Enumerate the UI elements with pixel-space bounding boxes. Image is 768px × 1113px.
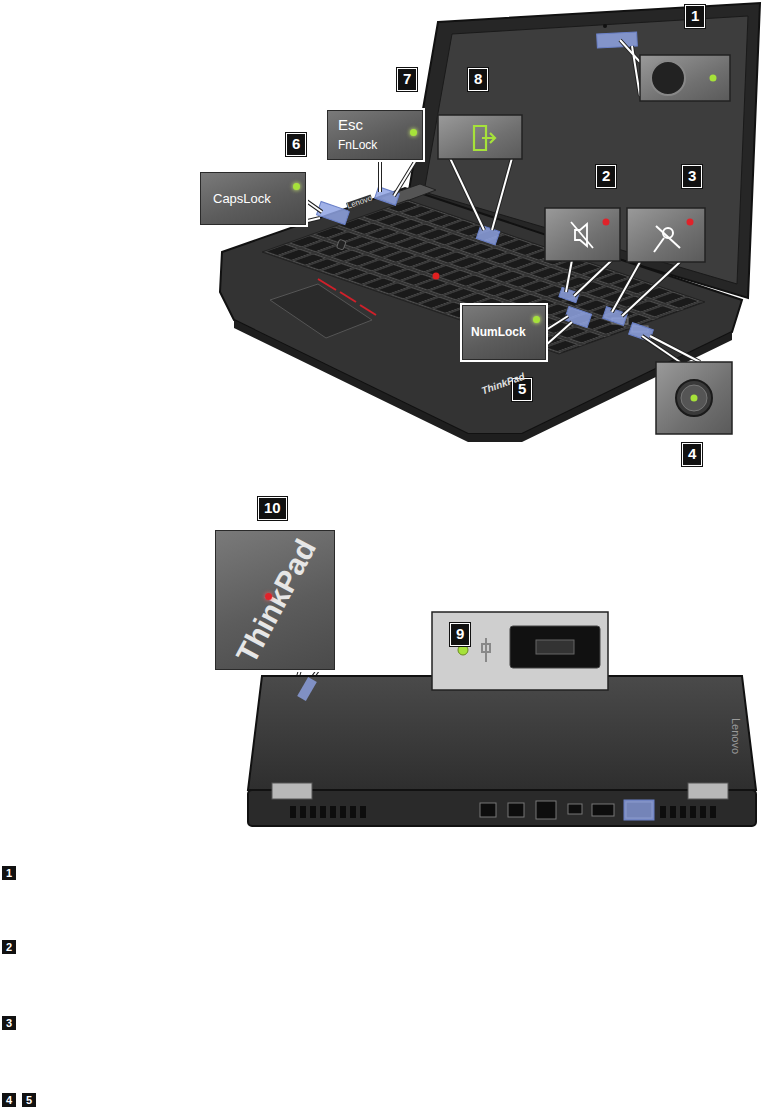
key-label: CapsLock [213,192,271,206]
callout-number: 6 [286,133,306,156]
callout-number: 3 [682,165,702,188]
key-inset: NumLock [462,305,546,360]
key-label: NumLock [471,326,526,339]
callout-number: 1 [2,866,16,880]
callout-number: 2 [596,165,616,188]
callout-number: 2 [2,940,16,954]
callout-number: 9 [450,623,470,646]
highlight-area [317,32,654,341]
callout-number: 7 [397,68,417,91]
logo-text: ThinkPad [230,534,323,669]
callout-number: 1 [685,5,705,28]
indicator-light [533,316,540,323]
closed-laptop [248,676,756,826]
callout-number: 3 [2,1016,16,1030]
key-label: Esc [338,117,363,134]
callout-number: 4 [2,1093,16,1107]
indicator-light [293,183,300,190]
callout-number: 10 [258,497,287,520]
indicator-light [265,593,272,600]
key-label: FnLock [338,139,377,152]
indicator-inset [438,55,732,434]
indicator-light [410,129,417,136]
indicator-inset [432,612,608,690]
callout-number: 5 [22,1093,36,1107]
key-inset: CapsLock [200,172,306,225]
brand-logo: Lenovo [730,718,742,754]
logo-inset: ThinkPad [215,530,335,670]
callout-number: 4 [682,443,702,466]
key-inset: EscFnLock [327,110,423,160]
callout-number: 8 [468,68,488,91]
